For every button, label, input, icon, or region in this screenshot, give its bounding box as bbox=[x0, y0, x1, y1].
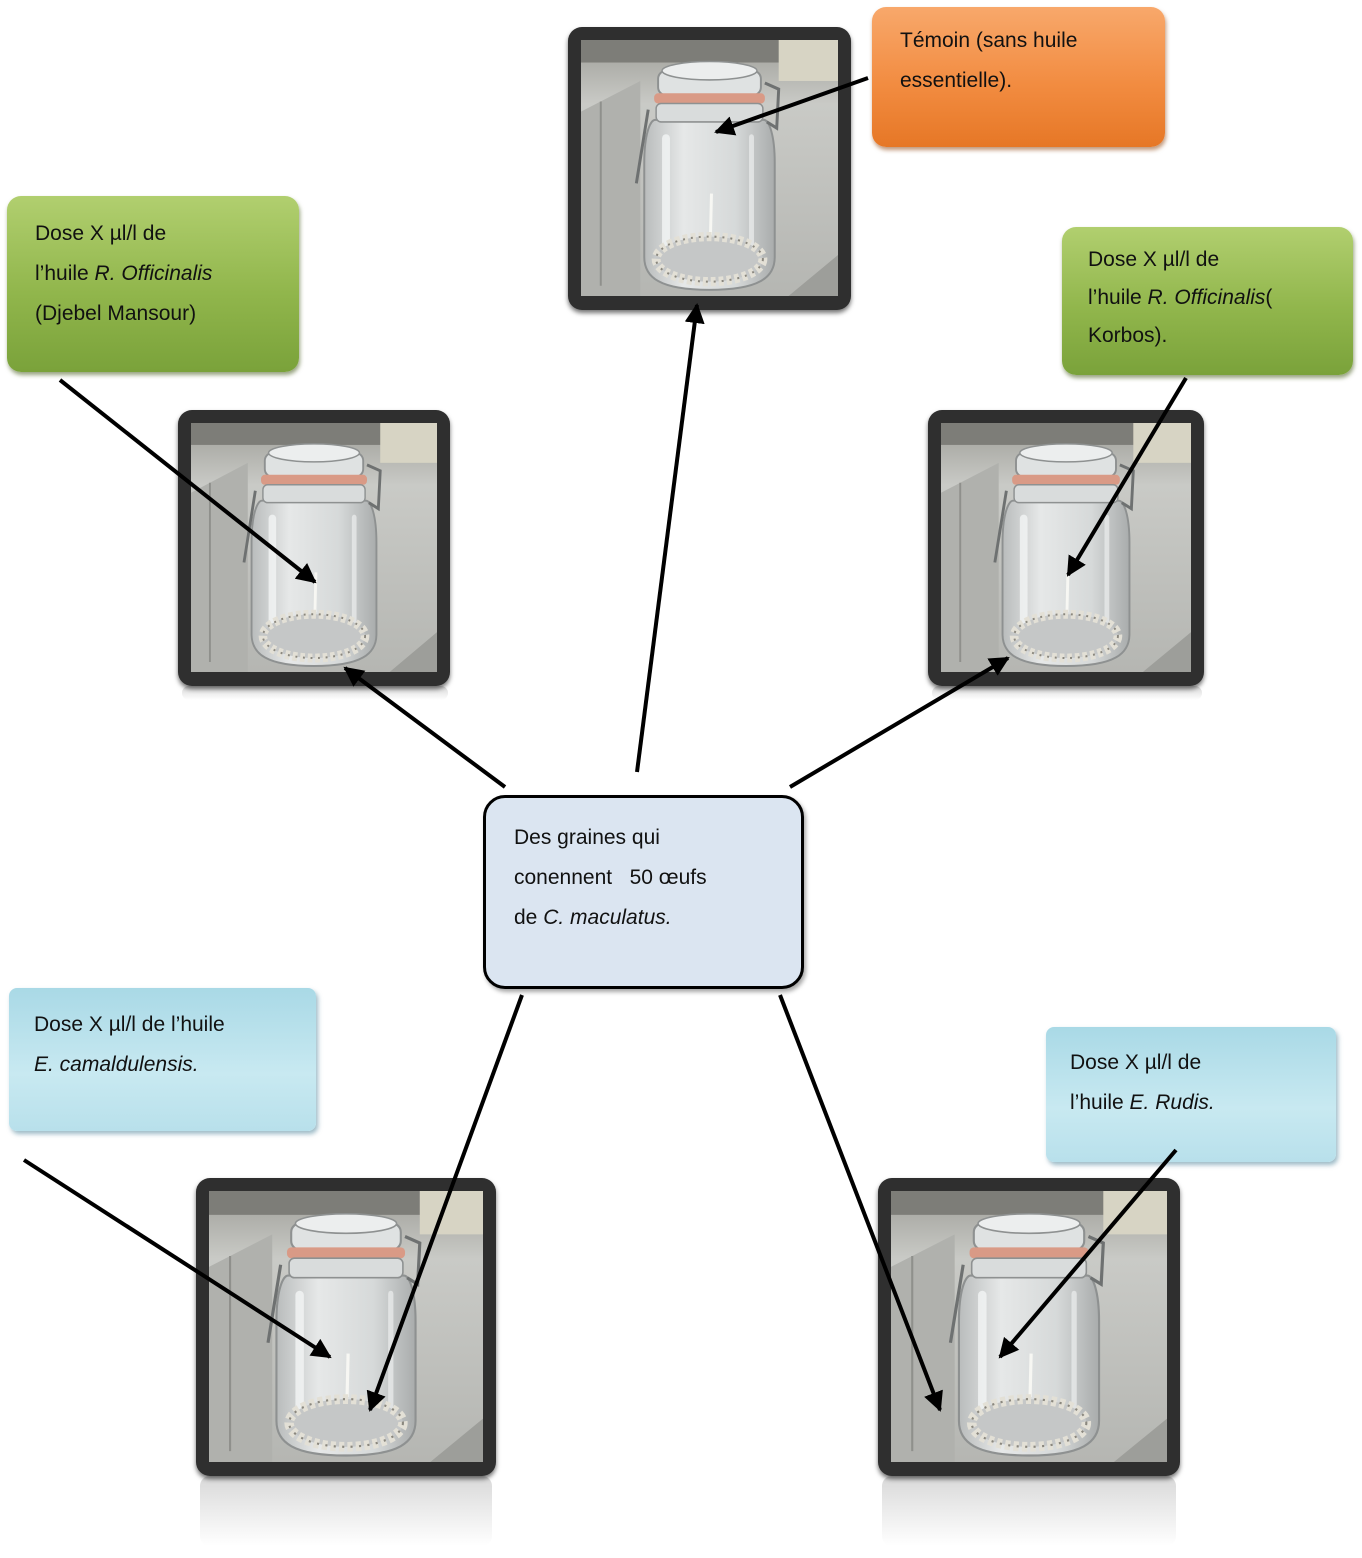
label-camaldulensis-line2: E. camaldulensis. bbox=[34, 1053, 199, 1076]
label-djebel-line2: l’huile R. Officinalis bbox=[35, 262, 213, 285]
jar-photo-djebel-mansour bbox=[178, 410, 450, 686]
jar-image bbox=[581, 40, 838, 296]
label-rudis-line1: Dose X µl/l de bbox=[1070, 1051, 1202, 1074]
jar-photo-temoin bbox=[568, 27, 851, 310]
jar-reflection bbox=[182, 686, 448, 700]
jar-photo-camaldulensis bbox=[196, 1178, 496, 1476]
jar-image bbox=[891, 1191, 1167, 1462]
label-djebel-mansour: Dose X µl/l de l’huile R. Officinalis (D… bbox=[7, 196, 299, 372]
jar-reflection bbox=[932, 686, 1202, 700]
label-djebel-line3: (Djebel Mansour) bbox=[35, 302, 197, 325]
label-temoin: Témoin (sans huile essentielle). bbox=[872, 7, 1165, 147]
center-box: Des graines qui conennent 50 œufs de C. … bbox=[483, 795, 804, 989]
jar-image bbox=[941, 423, 1191, 672]
label-korbos: Dose X µl/l de l’huile R. Officinalis( K… bbox=[1062, 227, 1353, 375]
jar-photo-korbos bbox=[928, 410, 1204, 686]
label-camaldulensis: Dose X µl/l de l’huile E. camaldulensis. bbox=[9, 988, 316, 1131]
label-djebel-line1: Dose X µl/l de bbox=[35, 222, 167, 245]
label-temoin-line2: essentielle). bbox=[900, 69, 1013, 92]
label-rudis: Dose X µl/l de l’huile E. Rudis. bbox=[1046, 1027, 1336, 1162]
label-korbos-line1: Dose X µl/l de bbox=[1088, 248, 1220, 271]
center-line3: de C. maculatus. bbox=[514, 906, 672, 929]
jar-photo-rudis bbox=[878, 1178, 1180, 1476]
label-rudis-line2: l’huile E. Rudis. bbox=[1070, 1091, 1215, 1114]
jar-image bbox=[191, 423, 437, 672]
center-line1: Des graines qui bbox=[514, 826, 660, 849]
jar-reflection bbox=[882, 1476, 1176, 1546]
label-temoin-line1: Témoin (sans huile bbox=[900, 29, 1078, 52]
center-line2: conennent 50 œufs bbox=[514, 866, 707, 889]
label-camaldulensis-line1: Dose X µl/l de l’huile bbox=[34, 1013, 225, 1036]
arrow-center-to-temoin bbox=[635, 303, 705, 773]
jar-image bbox=[209, 1191, 483, 1462]
label-korbos-line2: l’huile R. Officinalis( bbox=[1088, 286, 1273, 309]
jar-reflection bbox=[200, 1476, 492, 1546]
label-korbos-line3: Korbos). bbox=[1088, 324, 1168, 347]
